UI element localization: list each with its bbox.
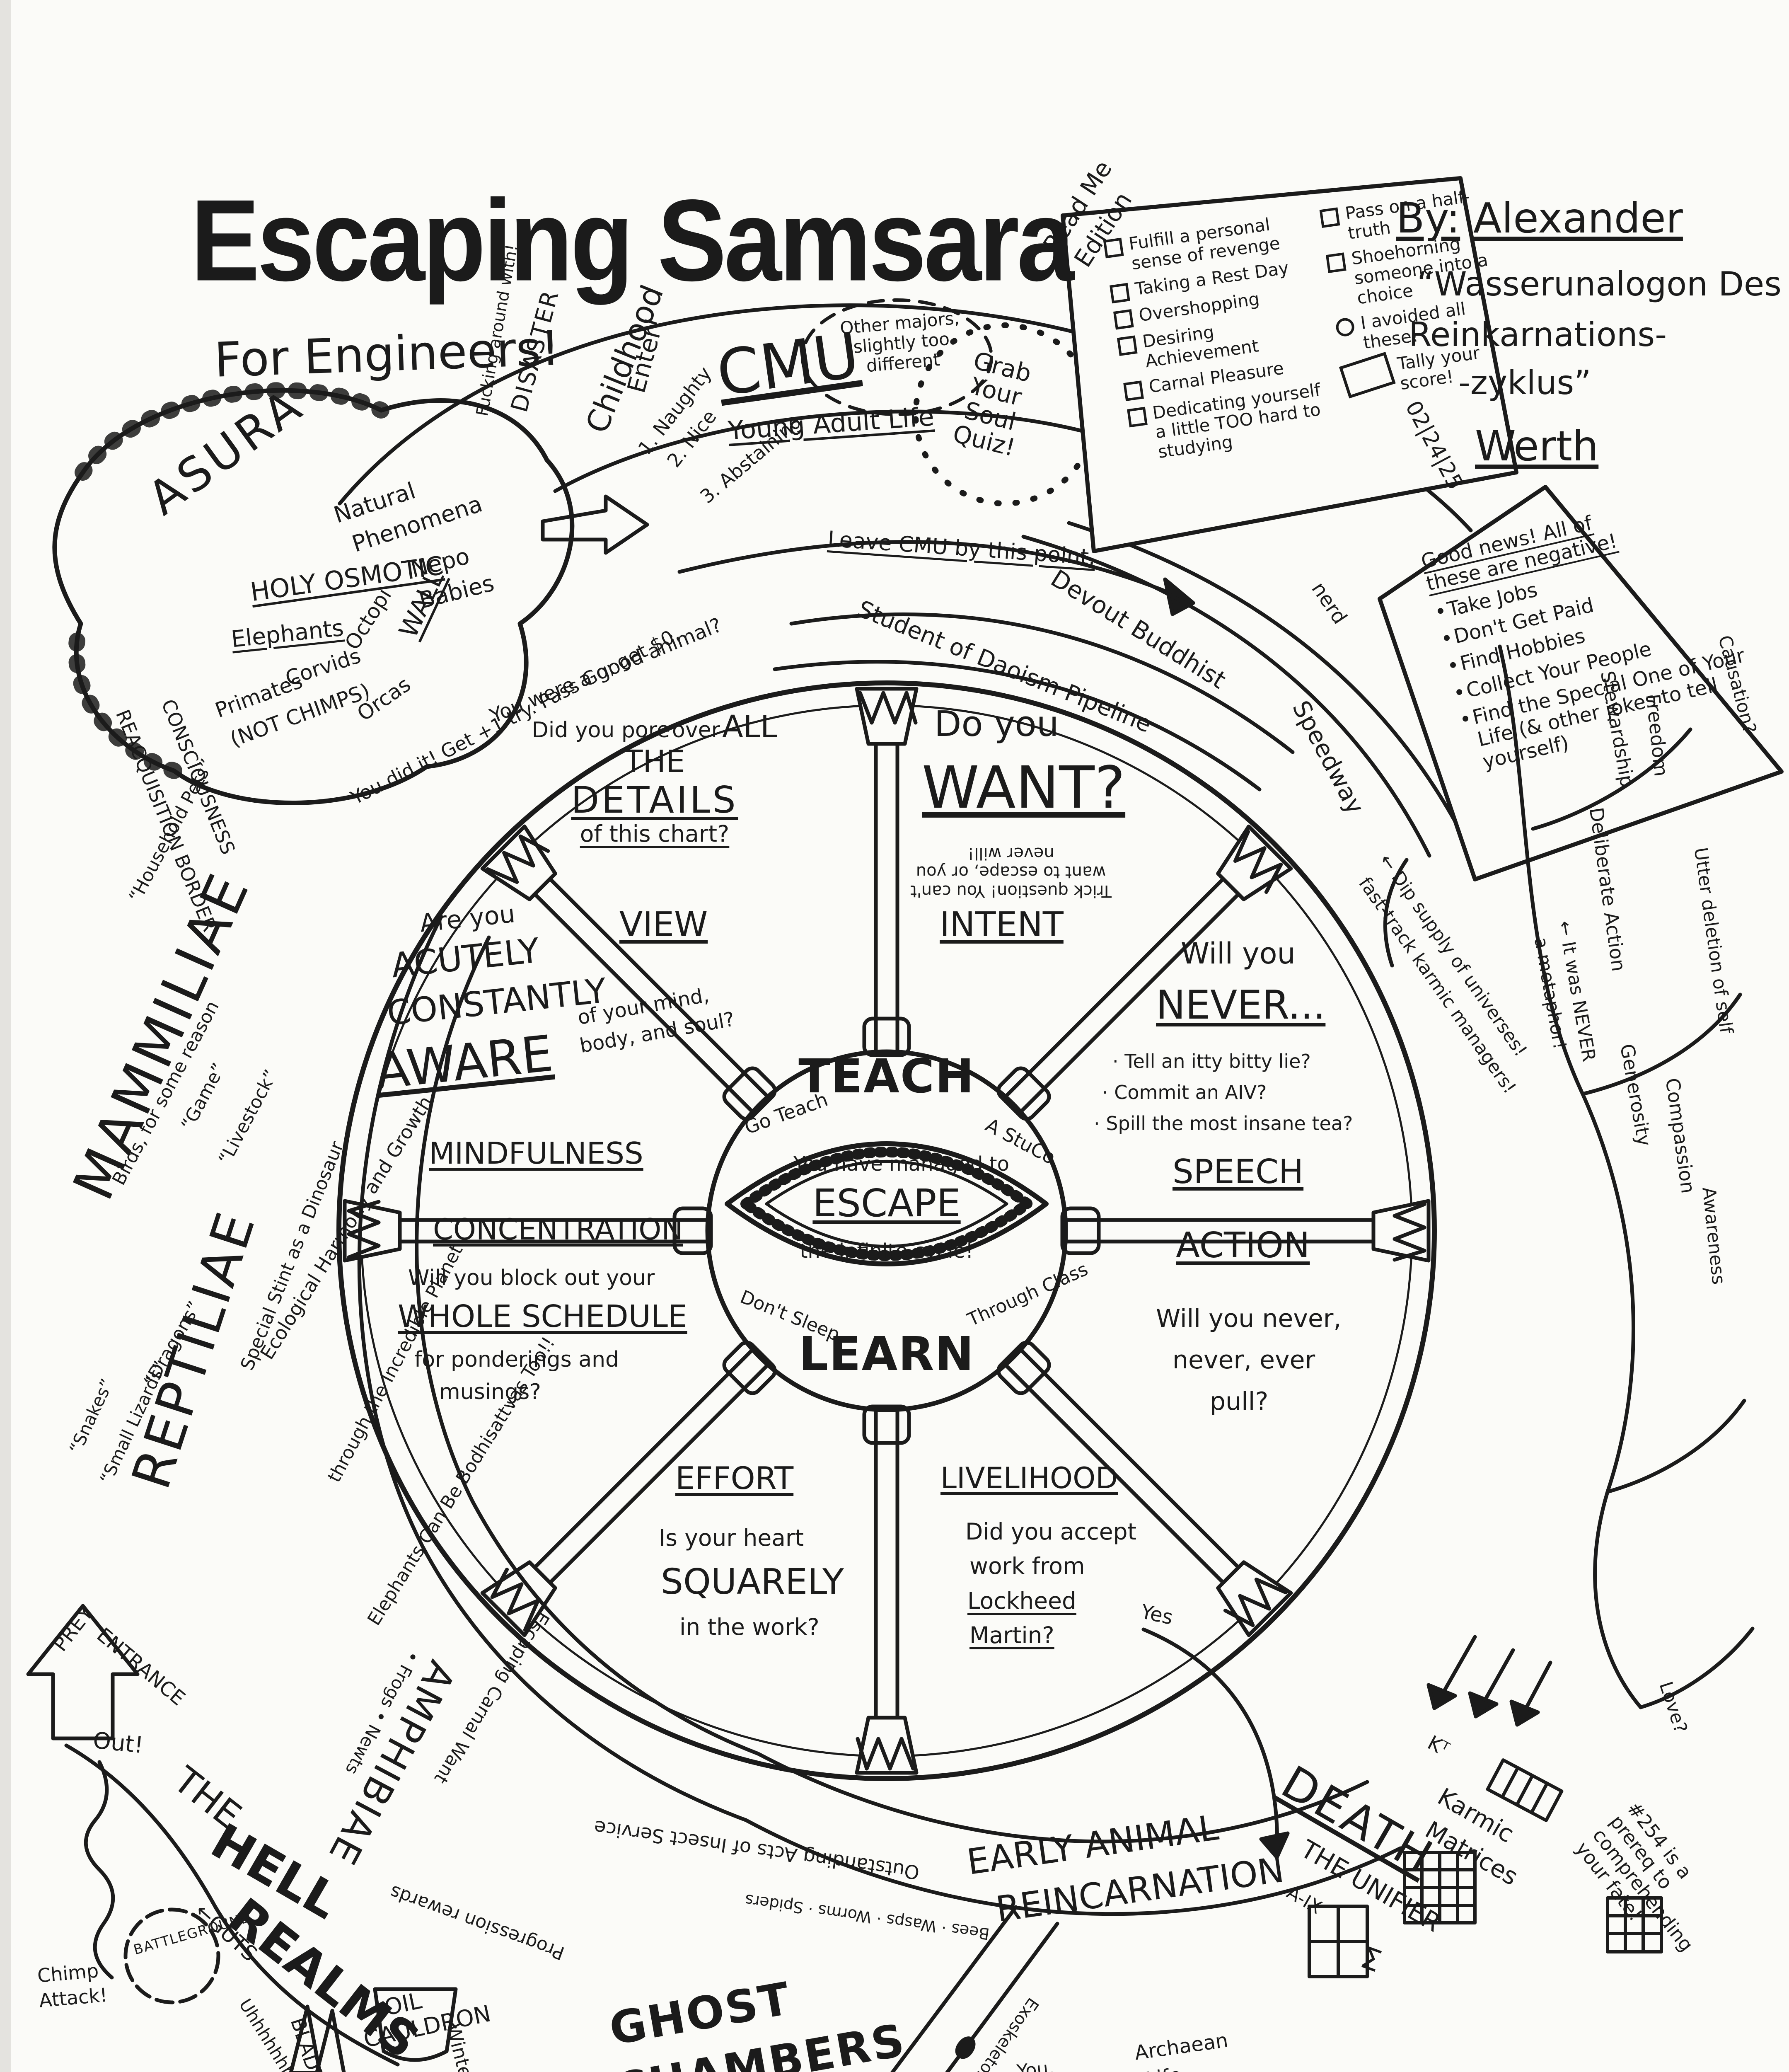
out-label: Out!: [92, 1727, 145, 1759]
effort-q-3: in the work?: [679, 1614, 820, 1640]
effort-q-2: SQUARELY: [661, 1561, 844, 1602]
author-name: Alexander: [1473, 194, 1683, 242]
tally-box-icon: [1339, 351, 1396, 399]
hub-learn: LEARN: [798, 1327, 975, 1381]
speech-bullet-1: Tell an itty bitty lie?: [1112, 1051, 1311, 1072]
page-subtitle: For Engineers!: [213, 320, 561, 388]
sector-intent: INTENT: [940, 905, 1064, 944]
scan-edge: [0, 0, 11, 2072]
checklist-col-2: Pass on a half-truth Shoehorning someone…: [1318, 177, 1530, 441]
effort-q-1: Is your heart: [659, 1525, 804, 1551]
checkbox-icon[interactable]: [1326, 252, 1347, 273]
sector-speech: SPEECH: [1173, 1152, 1304, 1191]
intent-q-1: Do you: [934, 704, 1059, 745]
speech-bullet-2: Commit an AIV?: [1102, 1082, 1267, 1104]
hub-escape-3: the infinite cycle!: [800, 1239, 974, 1263]
livelihood-q-3: Lockheed: [967, 1588, 1076, 1614]
sector-action: ACTION: [1176, 1225, 1310, 1266]
view-q-1: Did you pore: [532, 718, 670, 743]
by-label: By:: [1396, 194, 1460, 242]
author-quote-1: “Wasserunalogon Des: [1417, 265, 1782, 303]
speech-q-2: NEVER...: [1156, 983, 1326, 1028]
view-q-5: of this chart?: [580, 821, 730, 847]
view-q-3: ALL THE: [624, 709, 778, 780]
checkbox-icon[interactable]: [1123, 380, 1144, 401]
speech-q-1: Will you: [1181, 937, 1296, 971]
intent-q-2: WANT?: [922, 754, 1126, 822]
byline: By: Alexander: [1396, 195, 1683, 242]
view-question: Did you pore over ALL THE DETAILS of thi…: [522, 709, 787, 847]
sector-mindfulness: MINDFULNESS: [429, 1136, 643, 1171]
intent-note: Trick question! You can't want to escape…: [910, 843, 1112, 900]
checkbox-icon[interactable]: [1110, 283, 1130, 304]
view-q-4: DETAILS: [571, 778, 738, 821]
concentration-q-2: WHOLE SCHEDULE: [398, 1299, 687, 1334]
sector-effort: EFFORT: [675, 1460, 794, 1496]
checklist-col-1: Fulfill a personal sense of revenge Taki…: [1102, 203, 1340, 472]
action-q-1: Will you never,: [1156, 1304, 1342, 1333]
concentration-q-3: for ponderings and: [414, 1347, 619, 1372]
livelihood-q-1: Did you accept: [965, 1518, 1137, 1545]
sector-view: VIEW: [619, 905, 708, 944]
checkbox-icon[interactable]: [1113, 309, 1134, 330]
livelihood-q-4: Martin?: [969, 1622, 1054, 1648]
view-q-2: over: [672, 718, 720, 743]
livelihood-q-2: work from: [969, 1553, 1085, 1579]
checkbox-icon[interactable]: [1320, 207, 1340, 228]
concentration-q-1: Will you block out your: [408, 1266, 655, 1290]
checkbox-icon[interactable]: [1117, 335, 1138, 356]
author-quote-2: Reinkarnations-: [1409, 315, 1667, 354]
radio-icon[interactable]: [1335, 317, 1356, 338]
hub-escape-2: ESCAPE: [812, 1181, 961, 1225]
speech-bullet-3: Spill the most insane tea?: [1094, 1113, 1353, 1135]
author-surname: Werth: [1475, 422, 1599, 470]
action-q-3: pull?: [1210, 1387, 1269, 1416]
action-q-2: never, ever: [1173, 1346, 1315, 1375]
concentration-q-4: musings?: [439, 1380, 541, 1404]
hub-escape-1: You have managed to: [793, 1152, 1009, 1176]
page-title: Escaping Samsara: [191, 175, 1074, 305]
hub-teach: TEACH: [798, 1050, 975, 1104]
author-quote-3: -zyklus”: [1458, 363, 1591, 402]
sector-concentration: CONCENTRATION: [433, 1213, 683, 1247]
other-majors-cloud: Other majors, slightly too different: [833, 307, 970, 378]
checkbox-icon[interactable]: [1103, 237, 1124, 259]
sector-livelihood: LIVELIHOOD: [940, 1461, 1118, 1495]
checkbox-icon[interactable]: [1127, 407, 1148, 427]
